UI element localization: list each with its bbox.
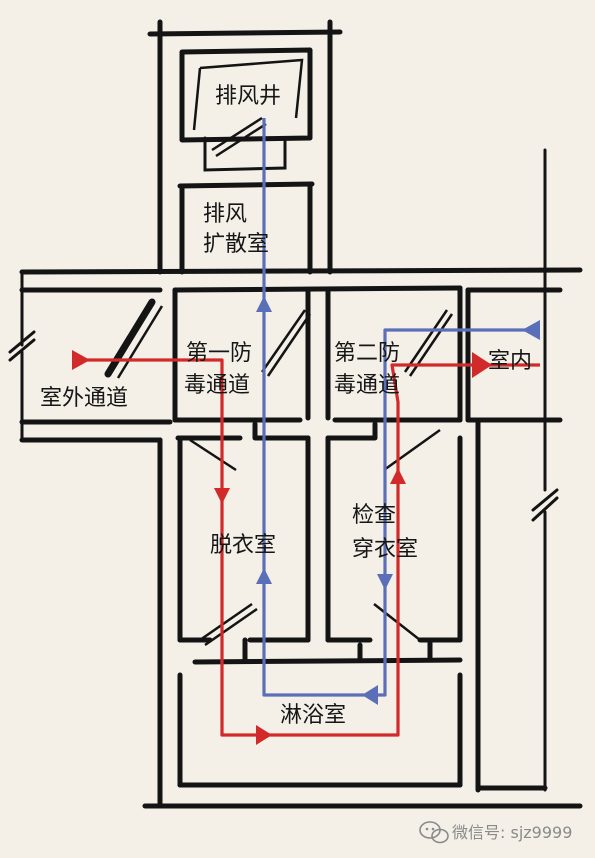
undressing-room-label: 脱衣室 — [210, 533, 276, 558]
exhaust-arrow-start — [522, 320, 540, 340]
second-decon-label-1: 第二防 — [334, 341, 400, 366]
exhaust-shaft-label: 排风井 — [215, 84, 281, 109]
exhaust-diffusion-label-2: 扩散室 — [203, 232, 269, 257]
exhaust-arrow-up-2 — [256, 296, 272, 312]
indoor-label: 室内 — [488, 349, 532, 374]
shower-room-label: 淋浴室 — [280, 703, 346, 728]
entry-arrow-indoor — [472, 352, 492, 378]
inspect-door — [383, 428, 441, 472]
decon-bottom-2 — [175, 421, 378, 441]
first-decon-door — [260, 309, 312, 377]
tower-top-wall — [147, 29, 343, 37]
shaft-door — [211, 116, 267, 158]
first-decon-label-1: 第一防 — [186, 341, 252, 366]
inspection-label-2: 穿衣室 — [352, 537, 418, 562]
outdoor-passage-label: 室外通道 — [40, 386, 128, 411]
undress-door — [189, 438, 237, 472]
left-break-mark — [8, 270, 36, 442]
watermark-text: 微信号: sjz9999 — [452, 823, 572, 842]
exhaust-route-line — [262, 118, 540, 697]
entry-arrow-down — [214, 488, 230, 504]
shower-top — [192, 657, 463, 665]
room-labels: 排风井 排风 扩散室 室外通道 第一防 毒通道 第二防 毒通道 室内 脱衣室 检… — [40, 84, 532, 728]
entry-flow — [72, 350, 540, 745]
shower-top-posts — [242, 637, 433, 663]
diffusion-room-top — [177, 181, 315, 189]
entry-arrow-right — [256, 725, 272, 745]
undress-lower-door — [199, 602, 258, 647]
exhaust-arrow-left — [362, 685, 378, 705]
right-outer-wall — [475, 417, 548, 793]
exhaust-flow — [256, 118, 540, 705]
exhaust-arrow-up-1 — [256, 568, 272, 584]
outdoor-blast-door-edge — [116, 305, 164, 379]
shaft-connector — [203, 136, 287, 172]
second-decon-label-2: 毒通道 — [334, 373, 400, 398]
entry-arrow-up — [390, 468, 406, 484]
wechat-icon — [419, 821, 449, 844]
exhaust-diffusion-label-1: 排风 — [203, 202, 247, 227]
walls — [8, 19, 583, 809]
first-decon-label-2: 毒通道 — [184, 373, 250, 398]
outdoor-blast-door — [104, 298, 156, 378]
shaft-box — [179, 47, 313, 143]
corridor-top-wall — [19, 267, 583, 275]
doors — [104, 58, 454, 647]
right-break-wall — [531, 148, 559, 792]
decon-frame-top — [172, 285, 463, 293]
entry-arrow-start — [72, 350, 90, 370]
shaft-door-top — [192, 58, 304, 131]
exhaust-arrow-down — [377, 574, 393, 590]
watermark: 微信号: sjz9999 — [419, 821, 572, 844]
inspection-label-1: 检查 — [352, 503, 396, 528]
